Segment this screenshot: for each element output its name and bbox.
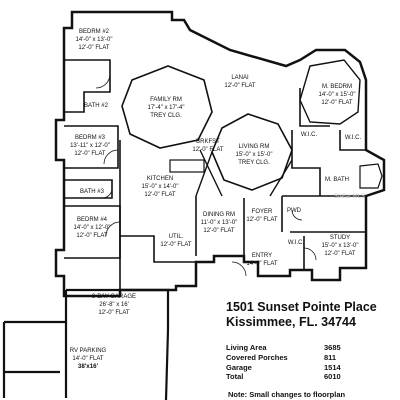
area-row: Living Area 3685	[226, 343, 356, 353]
garage-name: 3-BAY GARAGE	[92, 294, 136, 300]
area-value: 6010	[324, 372, 341, 382]
dining-name: DINING RM	[203, 212, 235, 218]
study-name: STUDY	[330, 235, 350, 241]
lanai-ceiling: 12'-0" FLAT	[224, 83, 256, 89]
room-labels: BEDRM #2 14'-0" x 13'-0" 12'-0" FLAT BAT…	[70, 29, 362, 370]
interior-wall	[64, 125, 119, 169]
interior-wall	[281, 195, 366, 232]
dining-dims: 11'-0" x 13'-0"	[201, 220, 237, 226]
master-ceiling: 12'-0" FLAT	[321, 100, 353, 106]
family-ceiling: TREY CLG.	[150, 113, 182, 119]
master-dims: 14'-0" x 15'-0"	[319, 92, 356, 98]
interior-wall	[64, 205, 121, 259]
door-swing	[101, 189, 113, 199]
kitchen-name: KITCHEN	[147, 176, 173, 182]
garage-wall	[64, 288, 170, 400]
bedroom2-ceiling: 12'-0" FLAT	[78, 45, 110, 51]
door-swing	[95, 73, 111, 89]
rv-dims: 38'x16'	[78, 363, 99, 370]
entry-ceiling: 14'-0" FLAT	[246, 261, 278, 267]
interior-wall	[64, 179, 113, 199]
area-label: Total	[226, 372, 244, 382]
bedroom3-dims: 13'-11" x 12'-0"	[70, 143, 110, 149]
master-name: M. BEDRM	[322, 84, 352, 90]
rv-parking-wall	[2, 320, 68, 398]
kitchen-ceiling: 12'-0" FLAT	[144, 192, 176, 198]
living-dims: 15'-0" x 15'-0"	[236, 152, 273, 158]
watermark: Stellar MLS	[334, 194, 366, 200]
area-row: Total 6010	[226, 372, 356, 382]
dining-ceiling: 12'-0" FLAT	[203, 228, 235, 234]
brkfst-name: BRKFST	[196, 139, 220, 145]
area-value: 811	[324, 352, 337, 362]
area-label: Garage	[226, 362, 252, 372]
interior-wall	[120, 235, 196, 263]
living-name: LIVING RM	[239, 144, 270, 150]
door-swing	[231, 261, 247, 277]
door-swing	[105, 221, 121, 237]
foyer-ceiling: 12'-0" FLAT	[246, 217, 278, 223]
area-table: Living Area 3685 Covered Porches 811 Gar…	[226, 343, 356, 382]
rv-name: RV PARKING	[70, 348, 107, 354]
floorplan-note: Note: Small changes to floorplan	[228, 390, 346, 399]
bathtub	[359, 163, 383, 189]
brkfst-ceiling: 12'-0" FLAT	[192, 147, 224, 153]
bedroom4-dims: 14'-0" x 12'-0"	[74, 225, 111, 231]
foyer-name: FOYER	[252, 209, 273, 215]
interior-wall	[64, 59, 111, 113]
master-octagon	[299, 59, 361, 125]
bedroom2-name: BEDRM #2	[79, 29, 110, 35]
interior-wall	[195, 196, 245, 256]
kitchen-dims: 15'-0" x 14'-0"	[142, 184, 179, 190]
study-dims: 15'-0" x 13'-0"	[322, 243, 359, 249]
garage-dims: 26'-8" x 16'	[99, 302, 128, 308]
area-label: Living Area	[226, 343, 267, 352]
hall-wall	[195, 149, 293, 197]
area-value: 3685	[324, 343, 341, 352]
living-room-octagon	[211, 113, 293, 191]
door-swing	[291, 209, 303, 221]
family-dims: 17'-4" x 17'-4"	[148, 105, 185, 111]
bedroom3-name: BEDRM #3	[75, 135, 106, 141]
area-value: 1514	[324, 362, 341, 372]
address-block: 1501 Sunset Pointe Place Kissimmee, FL. …	[226, 300, 398, 330]
family-name: FAMILY RM	[150, 97, 182, 103]
bedroom4-ceiling: 12'-0" FLAT	[76, 233, 108, 239]
kitchen-island	[169, 159, 205, 173]
wic2-name: W.I.C.	[345, 135, 362, 141]
bedroom2-dims: 14'-0" x 13'-0"	[76, 37, 113, 43]
interior-wall	[339, 130, 366, 151]
living-ceiling: TREY CLG.	[238, 160, 270, 166]
area-label: Covered Porches	[226, 352, 288, 362]
pwd-name: PWD	[287, 208, 302, 214]
exterior-wall	[54, 10, 386, 298]
util-ceiling: 12'-0" FLAT	[160, 242, 192, 248]
wic3-name: W.I.C.	[288, 240, 305, 246]
rv-ceiling: 14'-0" FLAT	[72, 356, 104, 362]
bath2-name: BATH #2	[84, 103, 109, 109]
wic1-name: W.I.C.	[301, 132, 318, 138]
mbath-name: M. BATH	[325, 177, 349, 183]
address-line2: Kissimmee, FL. 34744	[226, 315, 356, 329]
interior-wall	[291, 130, 321, 196]
bedroom3-ceiling: 12'-0" FLAT	[74, 151, 106, 157]
area-row: Garage 1514	[226, 363, 356, 373]
door-swing	[303, 247, 317, 261]
address-line1: 1501 Sunset Pointe Place	[226, 300, 377, 314]
lanai-name: LANAI	[231, 75, 249, 81]
study-ceiling: 12'-0" FLAT	[324, 251, 356, 257]
area-row: Covered Porches 811	[226, 353, 356, 363]
family-room-octagon	[121, 65, 213, 149]
garage-ceiling: 12'-0" FLAT	[98, 310, 130, 316]
bedroom4-name: BEDRM #4	[77, 217, 108, 223]
entry-name: ENTRY	[252, 253, 272, 259]
bath3-name: BATH #3	[80, 189, 105, 195]
interior-wall	[290, 231, 366, 270]
util-name: UTIL.	[169, 234, 184, 240]
door-swing	[103, 149, 119, 165]
